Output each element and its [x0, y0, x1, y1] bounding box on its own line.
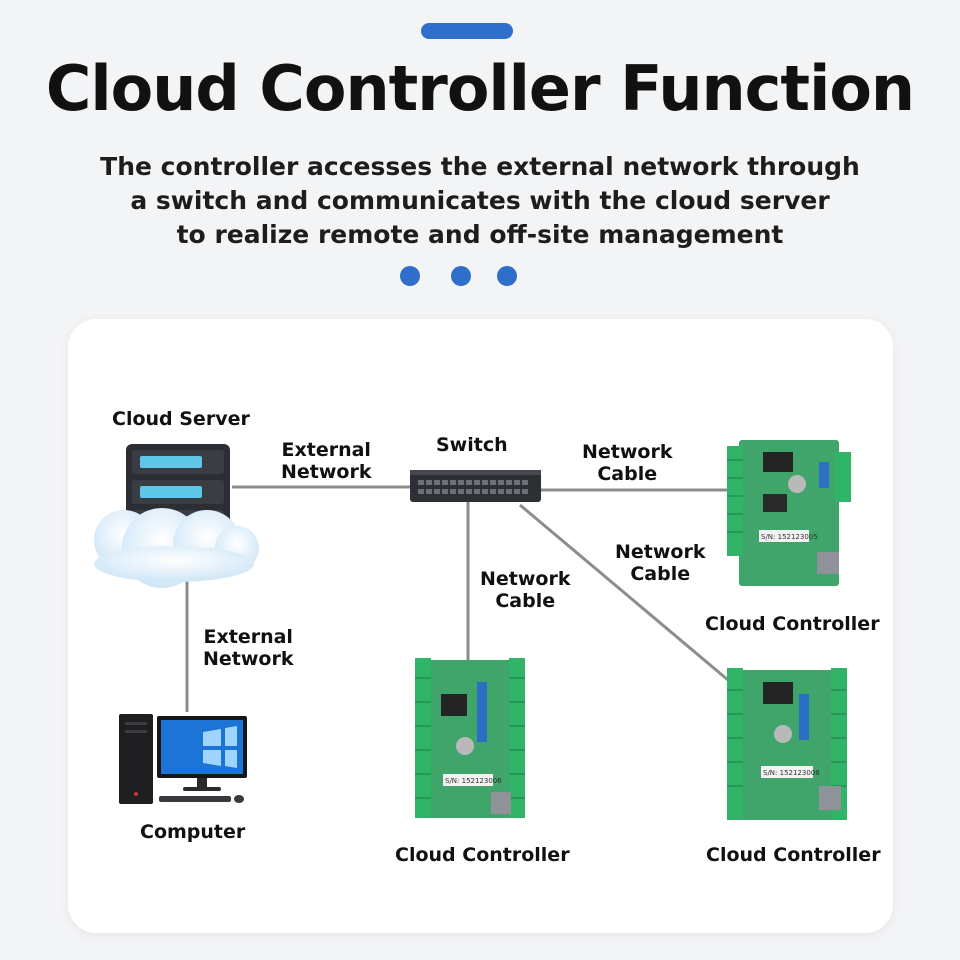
page-title: Cloud Controller Function [45, 52, 915, 125]
label-line: Cable [597, 463, 658, 485]
label-link-switch-controller-center: Network Cable [480, 568, 570, 612]
label-link-switch-controller-diagonal: Network Cable [615, 541, 705, 585]
header-accent-bar [421, 23, 513, 39]
computer-icon [119, 714, 247, 804]
controller-board-center-image: S/N: 152123006 [415, 658, 525, 818]
label-cloud-server: Cloud Server [112, 408, 250, 430]
controller-center-serial: S/N: 152123006 [445, 777, 502, 785]
controller-board-bottom-right-image: S/N: 152123008 [727, 668, 847, 820]
network-switch-icon [410, 470, 541, 502]
label-line: Network [203, 648, 294, 670]
label-link-switch-controller-right: Network Cable [582, 441, 672, 485]
label-line: External [203, 626, 293, 648]
label-line: Network [480, 568, 571, 590]
decor-dot-1 [400, 266, 420, 286]
page-subtitle: The controller accesses the external net… [80, 150, 880, 252]
label-line: Network [615, 541, 706, 563]
diagram-panel [68, 319, 893, 933]
subtitle-line-3: to realize remote and off-site managemen… [176, 220, 784, 249]
label-link-server-switch: External Network [281, 439, 371, 483]
label-line: Network [582, 441, 673, 463]
label-controller-bottom-right: Cloud Controller [706, 844, 881, 866]
controller-right-serial: S/N: 152123005 [761, 533, 818, 541]
decor-dot-2 [451, 266, 471, 286]
label-line: External [281, 439, 371, 461]
cloud-server-icon [94, 444, 259, 588]
label-line: Cable [630, 563, 691, 585]
label-switch: Switch [436, 434, 508, 456]
label-controller-center: Cloud Controller [395, 844, 570, 866]
decor-dot-3 [497, 266, 517, 286]
subtitle-line-2: a switch and communicates with the cloud… [130, 186, 830, 215]
label-line: Network [281, 461, 372, 483]
label-controller-right: Cloud Controller [705, 613, 880, 635]
label-link-server-computer: External Network [203, 626, 293, 670]
controller-bottom-right-serial: S/N: 152123008 [763, 769, 820, 777]
label-line: Cable [495, 590, 556, 612]
link-switch-controller-diagonal [519, 503, 729, 682]
subtitle-line-1: The controller accesses the external net… [100, 152, 860, 181]
label-computer: Computer [140, 821, 246, 843]
controller-board-right-image: S/N: 152123005 [727, 440, 851, 586]
